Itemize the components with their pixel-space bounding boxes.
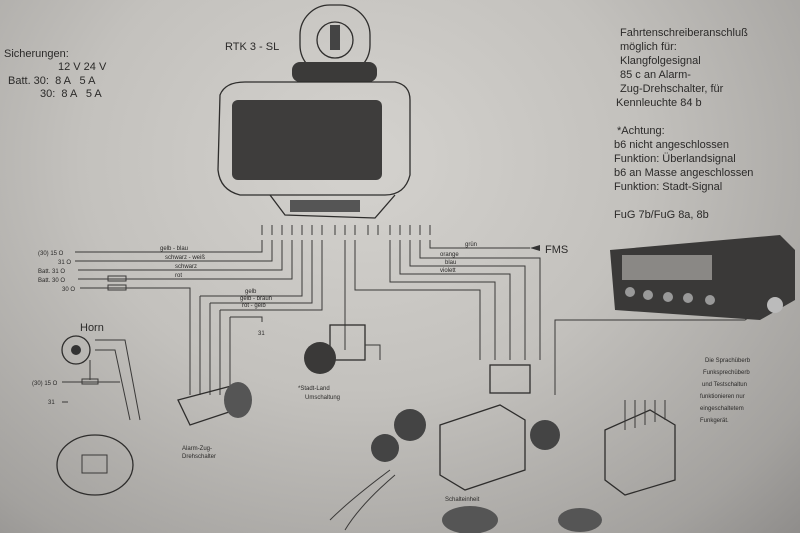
note-line: Funkgerät.	[700, 418, 729, 424]
terminal-label: 30 O	[62, 287, 75, 293]
terminal-label: (30) 15 O	[38, 251, 64, 257]
note-line: Kennleuchte 84 b	[616, 97, 702, 109]
wire-color-label: rot - gelb	[242, 303, 266, 309]
note-line: Fahrtenschreiberanschluß	[620, 27, 748, 39]
fuse-row-1: Batt. 30: 8 A 5 A	[8, 75, 96, 87]
terminal-strip	[261, 225, 431, 235]
note-line: und Testschaltun	[702, 382, 747, 388]
alarm-switch-label: Drehschalter	[182, 454, 216, 460]
terminal-label: (30) 15 O	[32, 381, 58, 387]
control-unit-label: Schalteinheit	[445, 497, 480, 503]
wire-color-label: gelb - braun	[240, 296, 272, 302]
notes-right: Fahrtenschreiberanschluß möglich für: Kl…	[614, 27, 753, 221]
note-line: Funksprechüberb	[703, 370, 750, 376]
speech-note: Die Sprachüberb Funksprechüberb und Test…	[700, 358, 751, 424]
horn-label: Horn	[80, 322, 104, 334]
note-line: Klangfolgesignal	[620, 55, 701, 67]
ground-label: 31	[258, 331, 265, 337]
stadt-land-label: *Stadt-Land	[298, 386, 330, 392]
fuse-row-2: 30: 8 A 5 A	[40, 88, 102, 100]
radio-model: FuG 7b/FuG 8a, 8b	[614, 209, 709, 221]
note-line: Die Sprachüberb	[705, 358, 751, 364]
fug-radio	[554, 235, 795, 395]
wire-color-label: schwarz	[175, 264, 197, 270]
device-title: RTK 3 - SL	[225, 41, 279, 53]
alarm-switch-label: Alarm-Zug-	[182, 446, 212, 452]
fuse-table: Sicherungen: 12 V 24 V Batt. 30: 8 A 5 A…	[4, 48, 107, 100]
wire-color-label: violett	[440, 268, 456, 274]
left-wiring: (30) 15 O 31 O Batt. 31 O Batt. 30 O 30 …	[38, 240, 323, 395]
wire-color-label: orange	[440, 252, 459, 258]
stadt-land-label: Umschaltung	[305, 395, 340, 401]
fuse-header: 12 V 24 V	[58, 61, 107, 73]
wire-color-label: grün	[465, 242, 477, 248]
wire-color-label: gelb	[245, 289, 257, 295]
rtk-siren-device: RTK 3 - SL	[217, 4, 411, 219]
note-line: eingeschaltetem	[700, 406, 744, 412]
terminal-label: Batt. 30 O	[38, 278, 65, 284]
wire-color-label: schwarz - weiß	[165, 255, 205, 261]
note-line: möglich für:	[620, 41, 677, 53]
fuse-title: Sicherungen:	[4, 48, 69, 60]
handset-connector-box	[604, 400, 676, 496]
horn: Horn (30) 15 O 31	[32, 322, 141, 496]
fms-label: FMS	[545, 244, 568, 256]
terminal-label: 31 O	[58, 260, 71, 266]
terminal-label: 31	[48, 400, 55, 406]
stadt-land-switch: *Stadt-Land Umschaltung	[298, 324, 381, 401]
warning-line: b6 nicht angeschlossen	[614, 139, 729, 151]
note-line: Zug-Drehschalter, für	[620, 83, 724, 95]
note-line: funktionieren nur	[700, 394, 745, 400]
warning-line: Funktion: Stadt-Signal	[614, 181, 722, 193]
right-wiring: grün FMS orange blau violett	[344, 240, 568, 360]
note-line: 85 c an Alarm-	[620, 69, 691, 81]
wire-color-label: gelb - blau	[160, 246, 188, 252]
wire-color-label: rot	[175, 273, 182, 279]
warning-line: b6 an Masse angeschlossen	[614, 167, 753, 179]
warning-line: Funktion: Überlandsignal	[614, 153, 736, 165]
schalteinheit: Schalteinheit	[329, 364, 602, 533]
warning-line: *Achtung:	[617, 125, 665, 137]
alarm-zug-drehschalter: Alarm-Zug- Drehschalter	[177, 382, 252, 460]
wire-color-label: blau	[445, 260, 456, 266]
terminal-label: Batt. 31 O	[38, 269, 65, 275]
